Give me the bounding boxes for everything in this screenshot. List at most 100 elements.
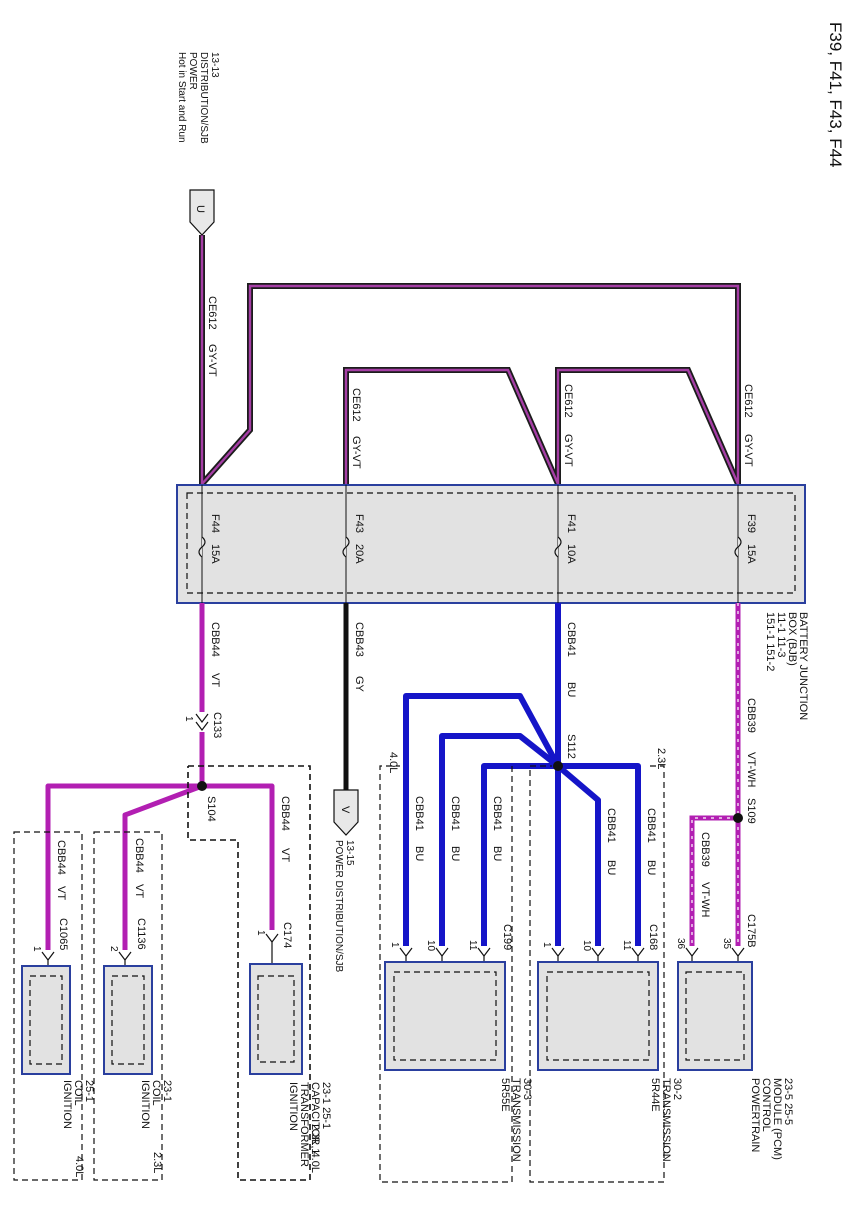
svg-text:2: 2	[108, 946, 119, 952]
option-box-2-3l	[93, 831, 163, 1181]
connector-u-letter: U	[194, 205, 206, 213]
connector-v: V	[333, 789, 359, 836]
svg-text:CBB41: CBB41	[565, 622, 577, 657]
svg-text:CBB43: CBB43	[353, 622, 365, 657]
fuse-f41-id: F41	[565, 514, 577, 533]
svg-text:POWERTRAIN: POWERTRAIN	[749, 1078, 761, 1152]
wire-cbb41-bu	[403, 603, 641, 946]
wire-color-label: GY-VT	[742, 434, 754, 467]
svg-text:VT: VT	[209, 673, 221, 687]
component-5r44e-transmission	[537, 961, 659, 1071]
svg-text:GY: GY	[353, 676, 365, 693]
svg-text:MODULE (PCM): MODULE (PCM)	[771, 1078, 783, 1160]
fuse-f44-rating: 15A	[209, 544, 221, 564]
svg-text:10: 10	[581, 940, 592, 952]
svg-text:VT: VT	[279, 848, 291, 862]
option-box-4-0l	[13, 831, 83, 1181]
fuse-f39-rating: 15A	[745, 544, 757, 564]
fuse-icon	[734, 536, 742, 558]
svg-text:BU: BU	[491, 846, 503, 861]
connector-v-note: POWER DISTRIBUTION/SJB 13-15	[333, 840, 355, 973]
svg-text:VT-WH: VT-WH	[699, 882, 711, 917]
splice-s109-label: S109	[745, 798, 757, 824]
svg-text:CBB44: CBB44	[55, 840, 67, 875]
svg-text:POWER: POWER	[187, 52, 198, 90]
svg-text:11: 11	[621, 940, 632, 951]
svg-text:36: 36	[675, 938, 686, 950]
component-ignition-coil-25-1	[21, 965, 71, 1075]
svg-text:VT-WH: VT-WH	[745, 752, 757, 787]
svg-text:IGNITION: IGNITION	[139, 1080, 151, 1129]
component-ignition-transformer-capacitor	[249, 963, 303, 1075]
svg-text:CBB41: CBB41	[449, 796, 461, 831]
svg-text:11-1 11-3: 11-1 11-3	[775, 612, 787, 657]
svg-text:CBB41: CBB41	[645, 808, 657, 843]
svg-text:10: 10	[425, 940, 436, 952]
connector-c174-label: C174	[281, 922, 293, 948]
svg-text:COIL: COIL	[150, 1080, 162, 1106]
splice-s112-label: S112	[565, 734, 577, 759]
circuit-label: CE612	[562, 384, 574, 418]
svg-text:BU: BU	[645, 860, 657, 875]
svg-text:BU: BU	[413, 846, 425, 861]
svg-text:151-1 151-2: 151-1 151-2	[764, 612, 776, 671]
coil-25-label: IGNITION COIL 25-1	[61, 1080, 95, 1129]
itc-label: IGNITION TRANSFORMER CAPACITOR 1 23-1 25…	[287, 1082, 332, 1167]
fuse-f41-rating: 10A	[565, 544, 577, 564]
splice-s112	[553, 761, 563, 771]
svg-text:23-1 25-1: 23-1 25-1	[320, 1082, 332, 1129]
svg-text:13-15: 13-15	[344, 840, 355, 866]
option-box-2-3l-4-0l	[187, 765, 311, 1181]
svg-text:1: 1	[255, 930, 266, 936]
svg-text:Hot in Start and Run: Hot in Start and Run	[176, 52, 187, 143]
wire-color-label: GY-VT	[562, 434, 574, 467]
svg-text:23-5 25-5: 23-5 25-5	[782, 1078, 794, 1125]
svg-text:5R55E: 5R55E	[499, 1078, 511, 1112]
svg-text:13-13: 13-13	[209, 52, 220, 78]
engine-tag: 4.0L	[387, 752, 399, 773]
svg-text:TRANSMISSION: TRANSMISSION	[660, 1078, 672, 1162]
wire-color-label: GY-VT	[350, 436, 362, 469]
fuse-f43-id: F43	[353, 514, 365, 533]
svg-text:IGNITION: IGNITION	[61, 1080, 73, 1129]
engine-tag: 2.3L	[151, 1152, 163, 1173]
battery-junction-box	[176, 484, 806, 604]
svg-text:BATTERY JUNCTION: BATTERY JUNCTION	[797, 612, 809, 720]
coil-23-label: IGNITION COIL 23-1	[139, 1080, 173, 1129]
svg-text:VT: VT	[133, 884, 145, 898]
engine-tag: 2.3L, 4.0L	[309, 1124, 321, 1173]
svg-text:IGNITION: IGNITION	[287, 1082, 299, 1131]
splice-s104-label: S104	[205, 796, 217, 822]
svg-text:CBB41: CBB41	[491, 796, 503, 831]
wire-cbb44-vt	[45, 603, 275, 950]
fuse-f44-id: F44	[209, 514, 221, 533]
connector-c175b	[685, 947, 745, 962]
fuse-icon	[342, 536, 350, 558]
connector-c174	[265, 933, 279, 964]
wire-color-label: GY-VT	[206, 344, 218, 377]
svg-text:COIL: COIL	[72, 1080, 84, 1106]
fuse-f43-rating: 20A	[353, 544, 365, 564]
option-box-4-0l-trans	[379, 765, 513, 1183]
fuse-f39-id: F39	[745, 514, 757, 533]
connector-c1136	[118, 951, 132, 966]
engine-tag: 2.3L	[655, 748, 667, 769]
splice-s109	[733, 813, 743, 823]
svg-text:CBB41: CBB41	[413, 796, 425, 831]
svg-text:BU: BU	[565, 682, 577, 697]
svg-text:VT: VT	[55, 886, 67, 900]
svg-text:CBB44: CBB44	[209, 622, 221, 657]
engine-tag: 4.0L	[73, 1156, 85, 1177]
svg-text:POWER DISTRIBUTION/SJB: POWER DISTRIBUTION/SJB	[333, 840, 344, 973]
connector-u: U	[189, 189, 215, 236]
page-title: F39, F41, F43, F44	[826, 22, 845, 168]
component-5r55e-transmission	[384, 961, 506, 1071]
svg-text:1: 1	[541, 942, 552, 948]
connector-c168-label: C168	[647, 924, 659, 950]
fuse-icon	[554, 536, 562, 558]
svg-text:CONTROL: CONTROL	[760, 1078, 772, 1132]
splice-s104	[197, 781, 207, 791]
connector-c199-label: C199	[501, 924, 513, 950]
svg-text:30-3: 30-3	[521, 1078, 533, 1100]
